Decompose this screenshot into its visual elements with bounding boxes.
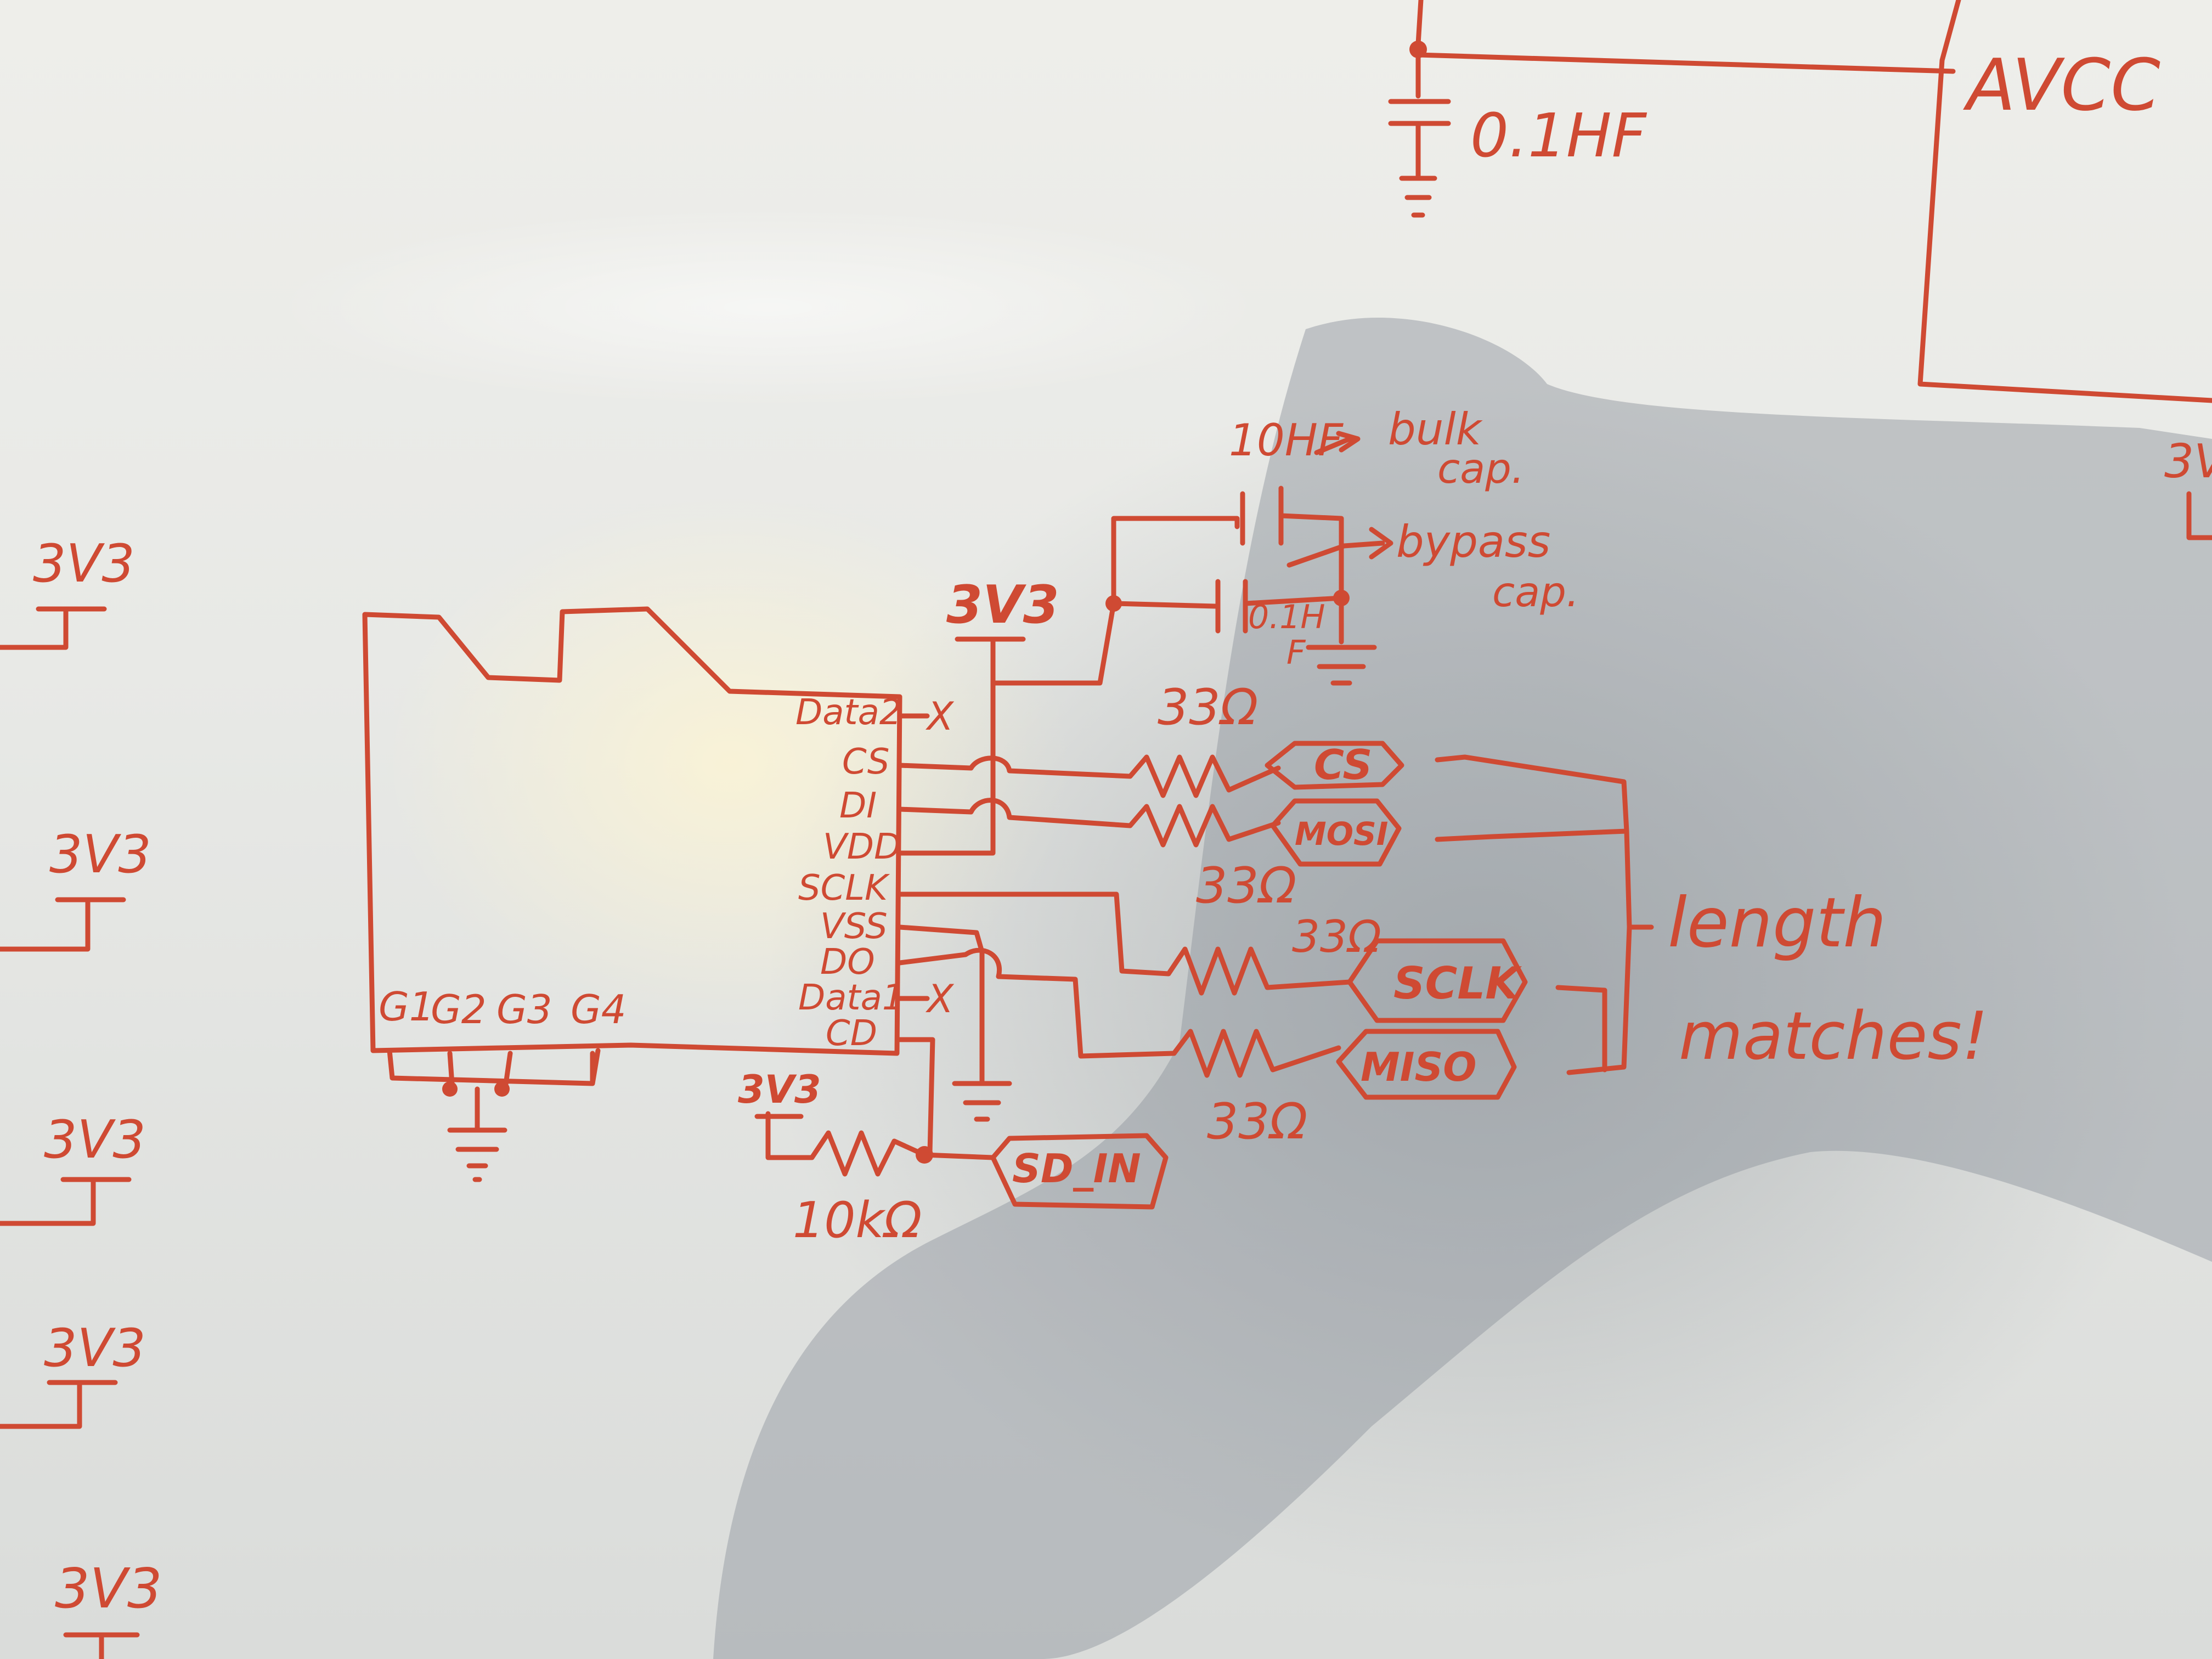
data2-no-connect: X: [925, 694, 955, 739]
avcc-label: AVCC: [1963, 43, 2160, 127]
pin-vdd: VDD: [823, 827, 901, 867]
net-mosi: MOSI: [1295, 815, 1388, 853]
r-mosi-value: 33Ω: [1196, 857, 1296, 915]
pin-vss: VSS: [820, 906, 888, 947]
net-cs: CS: [1314, 741, 1372, 789]
bypass-cap-note-2: cap.: [1492, 568, 1579, 616]
vdd-supply: 3V3 10HF bulk cap. bypass cap. 0.1H F: [897, 404, 1579, 856]
g4-label: G4: [571, 986, 627, 1032]
net-labels: CS MOSI SCLK MISO SD_IN: [990, 741, 1528, 1210]
bypass-cap-note: bypass: [1396, 516, 1550, 567]
data1-no-connect: X: [925, 977, 955, 1022]
right-edge-label: 3V: [2164, 435, 2212, 489]
pin-data2: Data2: [795, 692, 902, 733]
left-3v3-4: 3V3: [44, 1318, 146, 1379]
g3-label: G3: [496, 986, 552, 1032]
net-sclk: SCLK: [1393, 958, 1522, 1009]
bulk-cap-note-2: cap.: [1437, 444, 1525, 493]
top-cap-value: 0.1HF: [1470, 100, 1647, 171]
soft-shadow: [768, 384, 2194, 1591]
r-miso-value: 33Ω: [1207, 1093, 1307, 1150]
note-matches: matches!: [1679, 998, 1988, 1075]
net-miso: MISO: [1361, 1044, 1477, 1090]
r-pullup-value: 10kΩ: [793, 1192, 922, 1249]
signal-routing: 33Ω 33Ω 33Ω 33Ω 3V3 10kΩ: [738, 679, 1381, 1249]
pin-cd: CD: [826, 1013, 877, 1054]
left-3v3-3: 3V3: [44, 1110, 146, 1170]
pin-cs: CS: [842, 742, 890, 782]
pin-sclk: SCLK: [798, 868, 890, 909]
pin-di: DI: [839, 786, 877, 826]
r-cs-value: 33Ω: [1158, 679, 1258, 736]
note-length: length: [1668, 883, 1886, 963]
left-3v3-2: 3V3: [49, 825, 151, 885]
left-3v3-5: 3V3: [55, 1556, 162, 1621]
bypass-cap-value-2: F: [1286, 634, 1306, 672]
bulk-cap-value: 10HF: [1229, 415, 1344, 466]
vdd-3v3-label: 3V3: [946, 575, 1059, 635]
avcc-chip: AVCC: [1917, 0, 2212, 403]
sd-card-socket: G1 G2 G3 G4 Data2 CS DI VDD SCLK VSS DO …: [362, 606, 955, 1182]
top-decoupling-cap: 0.1HF: [1388, 0, 1956, 218]
pin-data1: Data1: [798, 978, 905, 1018]
pullup-3v3-label: 3V3: [738, 1067, 821, 1112]
pin-do: DO: [820, 942, 875, 983]
left-margin-circuits: 3V3 3V3 3V3 3V3 3V3: [0, 534, 162, 1659]
net-sd-in: SD_IN: [1012, 1146, 1141, 1192]
g2-label: G2: [431, 986, 487, 1032]
bypass-cap-value: 0.1H: [1248, 598, 1325, 636]
length-match-note: length matches!: [1435, 754, 1988, 1075]
g1-label: G1: [379, 984, 435, 1030]
bulk-cap-note: bulk: [1388, 404, 1483, 455]
left-3v3-1: 3V3: [33, 534, 135, 594]
